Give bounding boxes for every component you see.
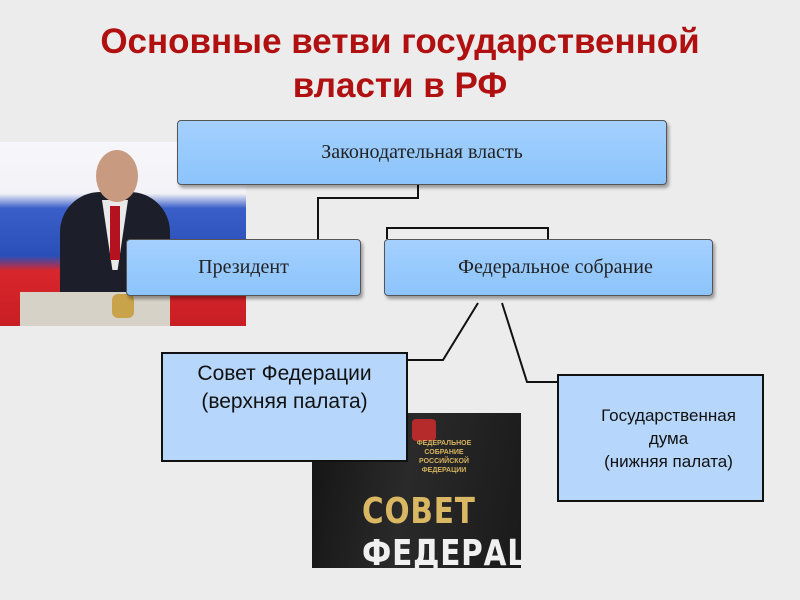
connector-assembly-duma	[501, 302, 557, 383]
title-line-1: Основные ветви государственной	[100, 22, 700, 61]
federation-council-label: Совет Федерации	[197, 362, 372, 385]
connector-legislative-president	[317, 185, 419, 239]
state-duma-sublabel: (нижняя палата)	[604, 451, 733, 471]
connector-assembly-council	[408, 302, 479, 361]
state-duma-label-2: дума	[648, 428, 689, 448]
federation-council-plaque-photo: ФЕДЕРАЛЬНОЕ СОБРАНИЕ РОССИЙСКОЙ ФЕДЕРАЦИ…	[312, 413, 521, 568]
president-box: Президент	[126, 239, 361, 296]
slide-title: Основные ветви государственной власти в …	[0, 20, 800, 108]
president-label: Президент	[198, 256, 289, 278]
state-duma-label-1: Государственная	[601, 405, 736, 425]
coat-of-arms-icon	[412, 419, 436, 441]
plaque-small-text: ФЕДЕРАЛЬНОЕ СОБРАНИЕ РОССИЙСКОЙ ФЕДЕРАЦИ…	[416, 440, 472, 474]
legislative-branch-label: Законодательная власть	[321, 141, 523, 163]
federal-assembly-box: Федеральное собрание	[384, 239, 713, 296]
federation-council-sublabel: (верхняя палата)	[201, 390, 368, 413]
connector-legislative-assembly	[386, 227, 549, 239]
legislative-branch-box: Законодательная власть	[177, 120, 667, 185]
federation-council-box: Совет Федерации (верхняя палата)	[161, 352, 408, 462]
coat-of-arms-icon	[112, 294, 134, 318]
title-line-2: власти в РФ	[292, 66, 508, 105]
federal-assembly-label: Федеральное собрание	[458, 256, 653, 278]
plaque-big-text: СОВЕТ ФЕДЕРАЦИИ	[362, 491, 521, 568]
state-duma-box: Государственная дума (нижняя палата)	[557, 374, 764, 502]
